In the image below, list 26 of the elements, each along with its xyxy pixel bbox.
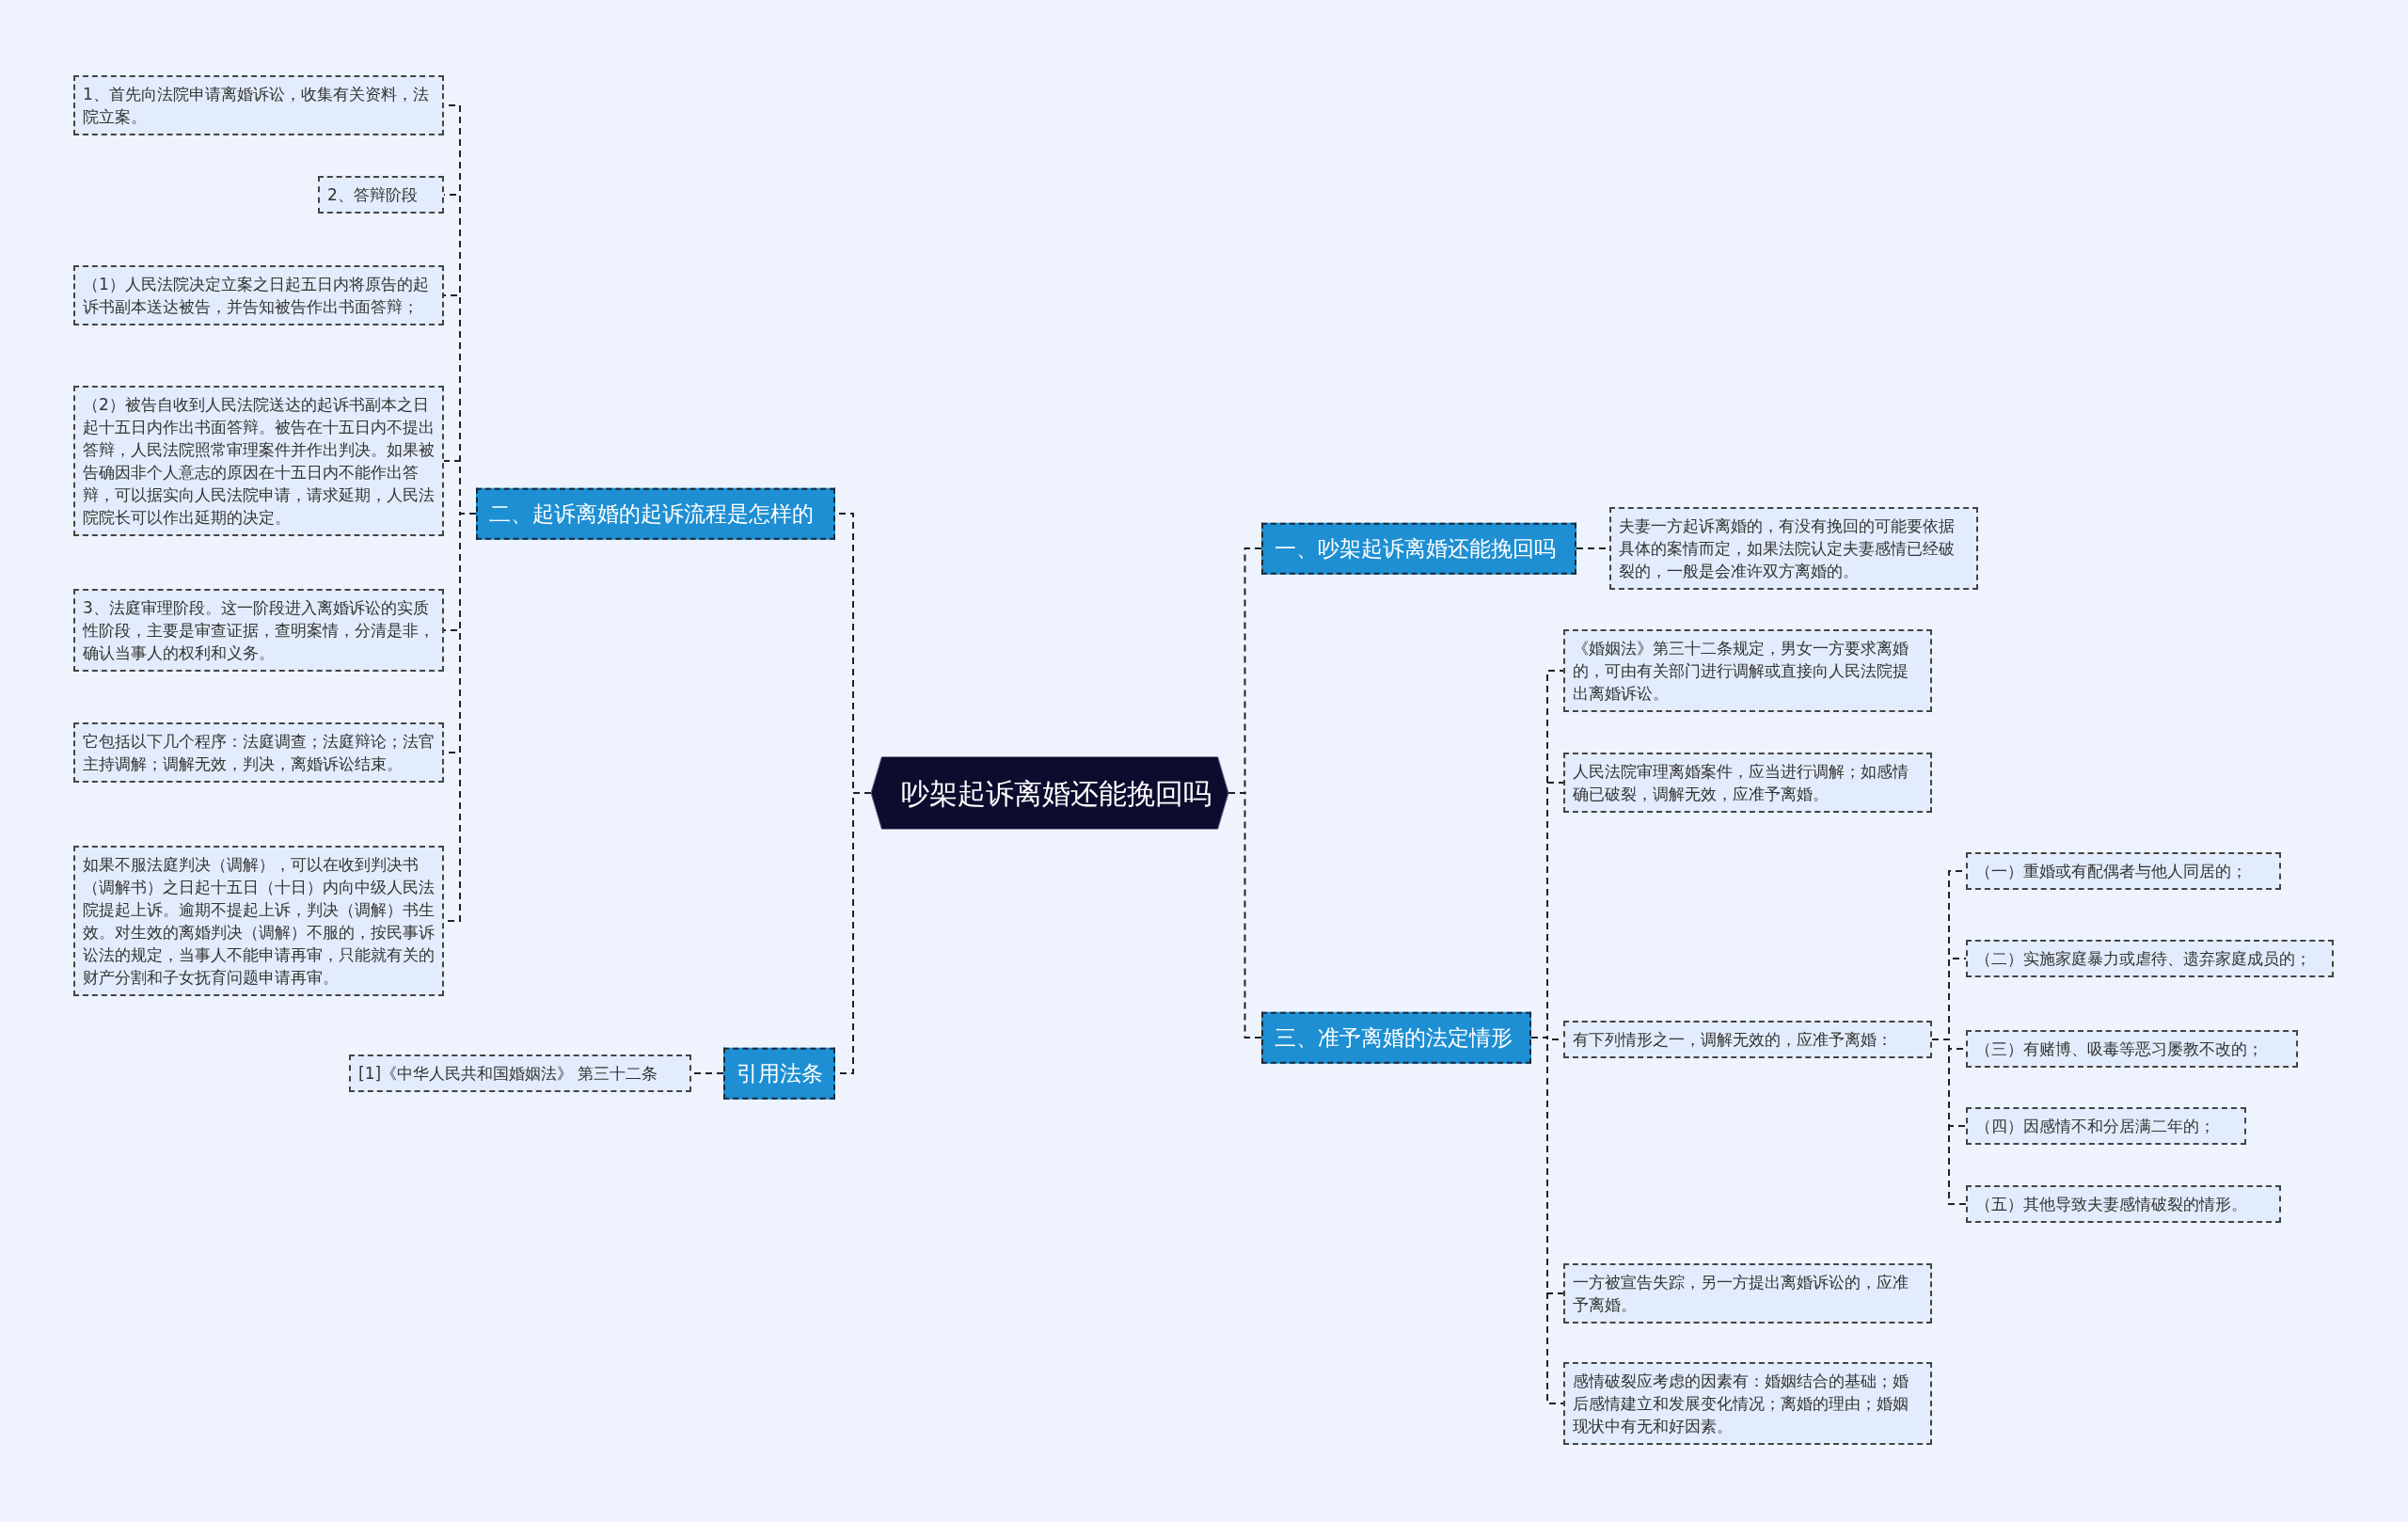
branch-topic: 引用法条 bbox=[723, 1047, 835, 1100]
text-card: [1]《中华人民共和国婚姻法》 第三十二条 bbox=[349, 1054, 691, 1092]
branch-topic: 二、起诉离婚的起诉流程是怎样的 bbox=[476, 487, 835, 540]
text-card: （五）其他导致夫妻感情破裂的情形。 bbox=[1966, 1185, 2281, 1223]
text-card: 一方被宣告失踪，另一方提出离婚诉讼的，应准予离婚。 bbox=[1563, 1263, 1932, 1324]
branch-topic: 一、吵架起诉离婚还能挽回吗 bbox=[1261, 522, 1576, 575]
text-card: 夫妻一方起诉离婚的，有没有挽回的可能要依据具体的案情而定，如果法院认定夫妻感情已经破裂的，一般是会准许双方离婚的。 bbox=[1609, 507, 1978, 590]
text-card: 它包括以下几个程序：法庭调查；法庭辩论；法官主持调解；调解无效，判决，离婚诉讼结束。 bbox=[73, 722, 444, 783]
branch-topic: 三、准予离婚的法定情形 bbox=[1261, 1011, 1531, 1064]
text-card: 1、首先向法院申请离婚诉讼，收集有关资料，法院立案。 bbox=[73, 75, 444, 135]
text-card: 3、法庭审理阶段。这一阶段进入离婚诉讼的实质性阶段，主要是审查证据，查明案情，分清是非，确认当事人的权利和义务。 bbox=[73, 589, 444, 672]
text-card: （二）实施家庭暴力或虐待、遗弃家庭成员的； bbox=[1966, 940, 2334, 977]
text-card: （三）有赌博、吸毒等恶习屡教不改的； bbox=[1966, 1030, 2298, 1068]
central-topic: 吵架起诉离婚还能挽回吗 bbox=[871, 756, 1228, 830]
text-card: （2）被告自收到人民法院送达的起诉书副本之日起十五日内作出书面答辩。被告在十五日内不提出答辩，人民法院照常审理案件并作出判决。如果被告确因非个人意志的原因在十五日内不能作出答辩，可以据实向人民法院申请，请求延期，人民法院院长可以作出延期的决定。 bbox=[73, 386, 444, 536]
text-card: 《婚姻法》第三十二条规定，男女一方要求离婚的，可由有关部门进行调解或直接向人民法院提出离婚诉讼。 bbox=[1563, 629, 1932, 712]
connector-line bbox=[1228, 792, 1262, 1038]
text-card: 如果不服法庭判决（调解），可以在收到判决书（调解书）之日起十五日（十日）内向中级人民法院提起上诉。逾期不提起上诉，判决（调解）书生效。对生效的离婚判决（调解）不服的，按民事诉讼法的规定，当事人不能申请再审，只能就有关的财产分割和子女抚育问题申请再审。 bbox=[73, 846, 444, 996]
text-card: 人民法院审理离婚案件，应当进行调解；如感情确已破裂，调解无效，应准予离婚。 bbox=[1563, 753, 1932, 813]
text-card: （一）重婚或有配偶者与他人同居的； bbox=[1966, 852, 2281, 890]
text-card: （1）人民法院决定立案之日起五日内将原告的起诉书副本送达被告，并告知被告作出书面答辩； bbox=[73, 265, 444, 325]
text-card: 2、答辩阶段 bbox=[318, 176, 444, 214]
connector-line bbox=[1931, 1038, 1967, 1205]
text-card: 感情破裂应考虑的因素有：婚姻结合的基础；婚后感情建立和发展变化情况；离婚的理由；婚姻现状中有无和好因素。 bbox=[1563, 1362, 1932, 1445]
text-card: （四）因感情不和分居满二年的； bbox=[1966, 1107, 2246, 1145]
text-card: 有下列情形之一，调解无效的，应准予离婚： bbox=[1563, 1021, 1932, 1058]
